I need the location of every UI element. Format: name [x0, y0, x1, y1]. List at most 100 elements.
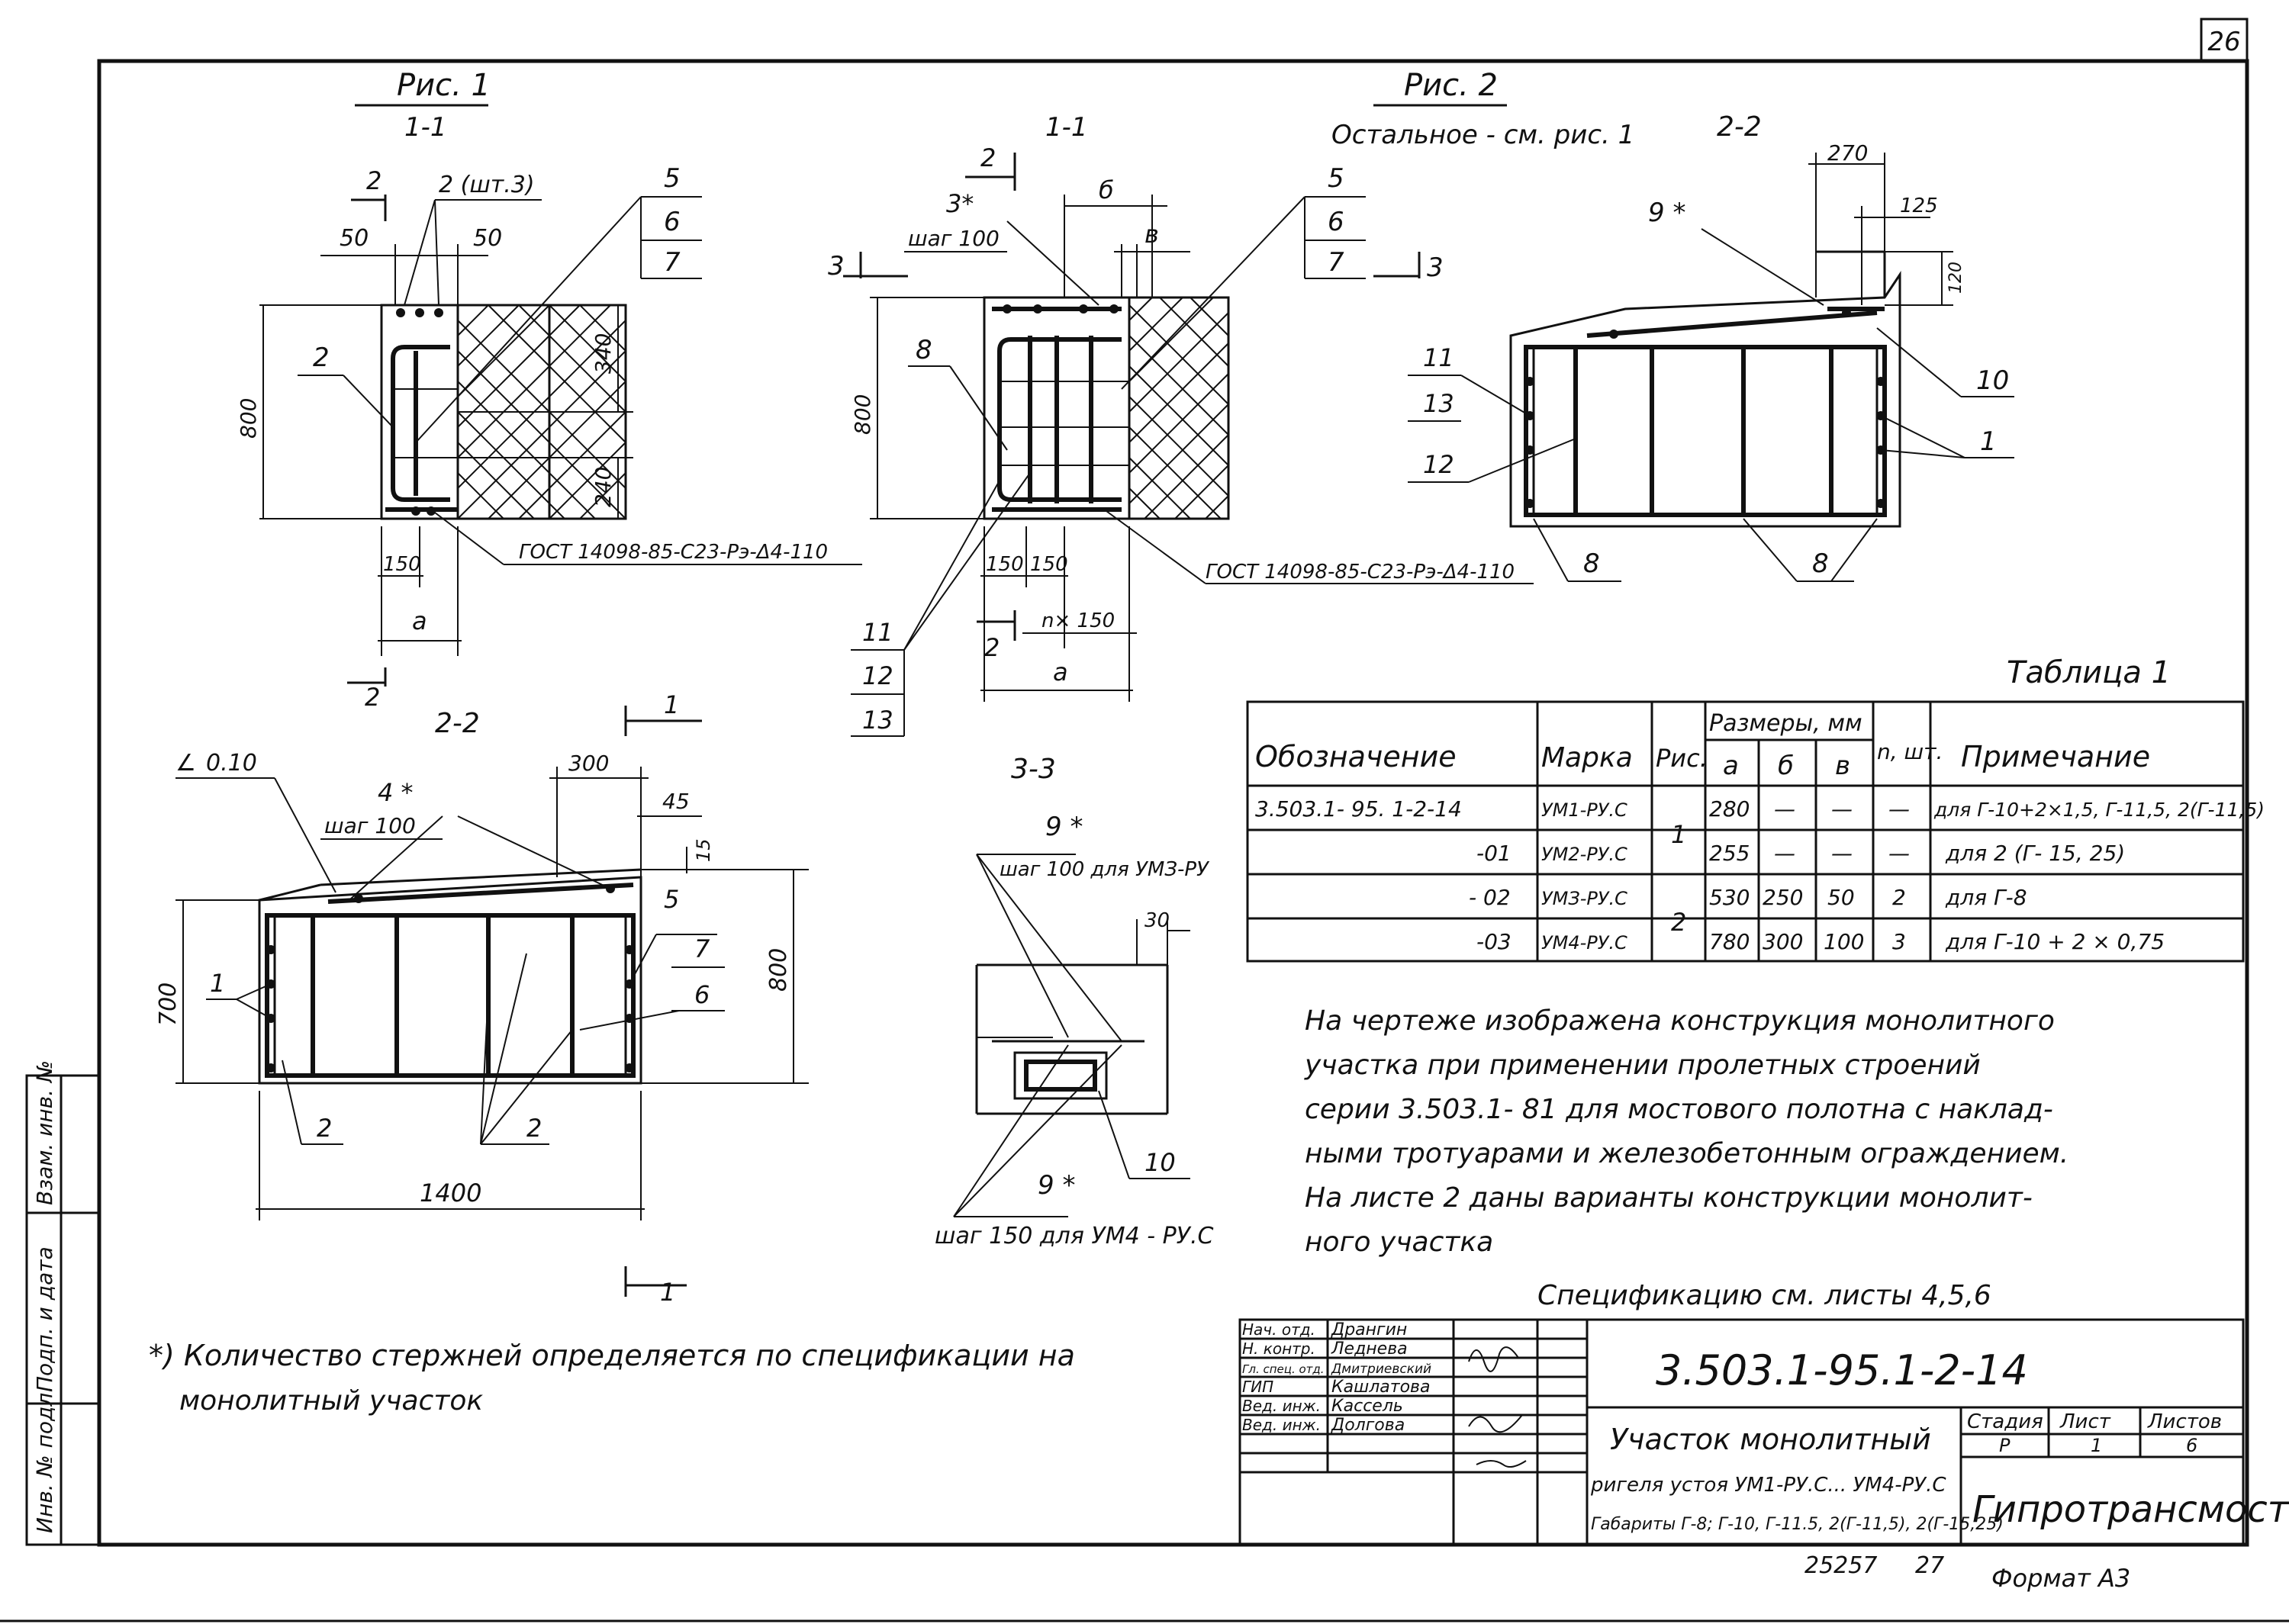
- tb-name-0: Дрангин: [1331, 1320, 1407, 1339]
- table1-r1-note: для 2 (Г- 15, 25): [1945, 841, 2125, 866]
- tb-sheet: 1: [2091, 1435, 2102, 1456]
- fig1-dim1400: 1400: [420, 1179, 481, 1208]
- side-stamp-sign: Подп. и дата: [32, 1246, 57, 1392]
- fig1-hatch: [456, 304, 627, 520]
- tb-role-2: Гл. спец. отд.: [1242, 1362, 1325, 1376]
- fig2-sec-mark-3-left: 3: [828, 251, 845, 281]
- fig1-dim340: 340: [591, 333, 616, 374]
- fig2-dim-v: в: [1144, 220, 1159, 249]
- fig2-33-step100: шаг 100 для УМЗ-РУ: [1000, 858, 1210, 881]
- tb-name-line-1: Участок монолитный: [1610, 1423, 1931, 1456]
- table1-r2-note: для Г-8: [1945, 885, 2027, 910]
- sheet-frame: [97, 59, 2249, 1547]
- side-stamp-inv: Инв. № подл.: [32, 1386, 57, 1533]
- tb-name-line-3: Габариты Г-8; Г-10, Г-11.5, 2(Г-11,5), 2…: [1591, 1515, 2004, 1534]
- fig2-33-step150: шаг 150 для УМ4 - РУ.С: [935, 1223, 1213, 1249]
- note-line-3: серии 3.503.1- 81 для мостового полотна …: [1305, 1094, 2053, 1125]
- table1-h-b: б: [1778, 751, 1794, 781]
- fig1-22-label-2a: 2: [317, 1114, 332, 1143]
- table1-r0-n: —: [1888, 796, 1910, 822]
- fig2-sec-mark-top: 2: [980, 143, 996, 172]
- table-row: 3.503.1- 95. 1-2-14 УМ1-РУ.С 280 — — — д…: [1255, 796, 2265, 822]
- table1-r1-n: —: [1888, 841, 1910, 866]
- tb-sheets-label: Листов: [2147, 1410, 2222, 1433]
- note-line-4: ными тротуарами и железобетонным огражде…: [1305, 1138, 2068, 1169]
- fig1-dim-a: а: [412, 606, 427, 635]
- fig2-section-2-2: 2-2 9 * 270 125 120 10 1 11 13: [1408, 111, 2014, 582]
- fig1-dim15: 15: [693, 838, 714, 862]
- table1-r0-note: для Г-10+2×1,5, Г-11,5, 2(Г-11,5): [1933, 799, 2265, 821]
- note-line-2: участка при применении пролетных строени…: [1304, 1050, 1981, 1081]
- table1-r0-a: 280: [1709, 796, 1750, 822]
- fig1-title: Рис. 1: [397, 68, 491, 103]
- side-stamp: Инв. № подл. Подп. и дата Взам. инв. №: [25, 1060, 101, 1546]
- fig2-sec-mark-bottom: 2: [984, 633, 1000, 662]
- fig1-label-7: 7: [664, 247, 681, 278]
- table-1: Таблица 1 Обозначение Марка Рис. Размеры…: [1246, 655, 2265, 963]
- fig1-dim45: 45: [662, 789, 690, 814]
- fig1-pos4: 4 *: [378, 778, 414, 807]
- table1-r3-v: 100: [1824, 929, 1864, 954]
- tb-inventory: 25257: [1804, 1552, 1877, 1579]
- fig2-22-label-11: 11: [1423, 343, 1454, 372]
- fig2-sec22: 2-2: [1717, 111, 1762, 143]
- fig1-label-2: 2: [313, 342, 330, 373]
- fig1-slope-sign: ∠: [175, 750, 196, 777]
- tb-copy: 27: [1915, 1552, 1944, 1579]
- table1-h-v: в: [1835, 751, 1850, 781]
- table1-r2-v: 50: [1827, 885, 1855, 910]
- signature-2: [1468, 1414, 1523, 1433]
- tb-name-4: Кассель: [1331, 1397, 1403, 1416]
- fig1-22-label-7: 7: [694, 934, 710, 963]
- fig1-22-outline: [258, 876, 642, 1085]
- fig2-22-label-13: 13: [1423, 389, 1454, 418]
- fig2-22-label-8a: 8: [1583, 548, 1600, 579]
- table1-r1-a: 255: [1709, 841, 1750, 866]
- fig1-section-1-1: Рис. 1 1-1 800: [236, 68, 862, 712]
- fig1-sec22: 2-2: [435, 708, 480, 739]
- tb-name-3: Кашлатова: [1331, 1378, 1431, 1397]
- fig2-section-3-3: 3-3 9 * шаг 100 для УМЗ-РУ 30 10 9 * шаг…: [935, 754, 1213, 1249]
- sheet-number-box: [2200, 18, 2249, 63]
- table1-r3-note: для Г-10 + 2 × 0,75: [1945, 929, 2165, 954]
- tb-role-0: Нач. отд.: [1242, 1320, 1315, 1339]
- fig1-sec-mark-1-top: 1: [664, 690, 679, 719]
- table1-fig-group-2: 2: [1671, 908, 1686, 937]
- fig1-step100: шаг 100: [324, 813, 416, 838]
- fig2-dim800: 800: [850, 394, 875, 435]
- table1-h-mark: Марка: [1541, 742, 1633, 773]
- fig2-dim125: 125: [1900, 195, 1938, 217]
- fig2-gost: ГОСТ 14098-85-С23-Рэ-Δ4-110: [1206, 561, 1515, 584]
- fig1-label-6: 6: [664, 207, 681, 237]
- tb-organization: Гипротрансмост: [1972, 1488, 2289, 1531]
- tb-role-3: ГИП: [1242, 1378, 1273, 1396]
- footnote-line-1: *) Количество стержней определяется по с…: [149, 1339, 1075, 1372]
- fig2-dim150-a: 150: [986, 553, 1024, 576]
- fig2-11-label-12: 12: [862, 661, 893, 690]
- spec-reference: Спецификацию см. листы 4,5,6: [1537, 1280, 1991, 1311]
- tb-stage: Р: [1999, 1435, 2011, 1456]
- fig2-dim30: 30: [1144, 909, 1170, 932]
- table1-title: Таблица 1: [2007, 655, 2171, 690]
- tb-stage-label: Стадия: [1967, 1410, 2043, 1433]
- fig1-22-label-5: 5: [664, 885, 679, 914]
- table1-h-fig: Рис.: [1656, 744, 1708, 773]
- fig2-dim-nx150: n× 150: [1041, 609, 1115, 632]
- fig1-sec-mark-top: 2: [366, 166, 382, 195]
- table1-r2-b: 250: [1763, 885, 1803, 910]
- fig2-33-label-10: 10: [1144, 1148, 1176, 1177]
- fig2-label-6: 6: [1328, 207, 1344, 237]
- table1-r3-b: 300: [1763, 929, 1803, 954]
- fig1-dim150: 150: [383, 553, 421, 576]
- tb-role-1: Н. контр.: [1242, 1339, 1315, 1358]
- table1-r1-mark: УМ2-РУ.С: [1541, 844, 1627, 865]
- fig2-sec-mark-3-right: 3: [1427, 252, 1444, 283]
- table1-r2-mark: УМЗ-РУ.С: [1541, 888, 1627, 909]
- fig2-22-label-8b: 8: [1812, 548, 1829, 579]
- title-block-code: 3.503.1-95.1-2-14: [1656, 1346, 2028, 1394]
- fig1-sec11: 1-1: [404, 112, 447, 143]
- note-line-5: На листе 2 даны варианты конструкции мон…: [1305, 1182, 2033, 1214]
- tb-role-5: Вед. инж.: [1242, 1416, 1321, 1434]
- fig2-22-pos9: 9 *: [1648, 198, 1685, 228]
- fig1-dim240: 240: [591, 467, 616, 507]
